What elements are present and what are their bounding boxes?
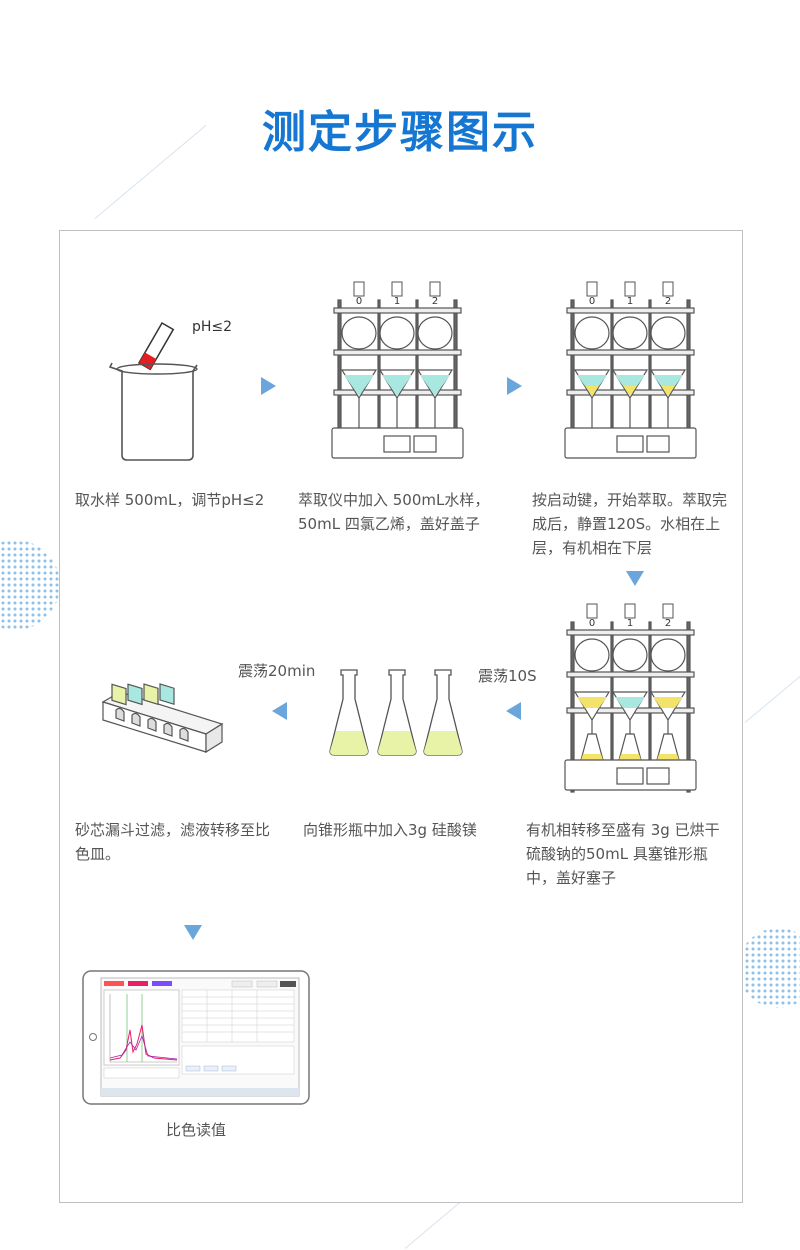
extractor-flask-illustration: 0 1 2 [564, 603, 697, 793]
cuvette-rack-illustration [101, 683, 224, 754]
step-caption: 取水样 500mL，调节pH≤2 [75, 491, 265, 509]
shake-label: 震荡10S [478, 667, 537, 685]
arrow-down-icon [626, 571, 644, 586]
arrow-right-icon [507, 377, 522, 395]
page-title: 测定步骤图示 [262, 107, 538, 158]
ph-label: pH≤2 [192, 319, 232, 335]
bottle-label: 1 [627, 296, 633, 307]
erlenmeyer-flasks-illustration [329, 669, 463, 756]
tablet-illustration [82, 970, 310, 1105]
bottle-label: 2 [665, 296, 671, 307]
step-caption: 砂芯漏斗过滤，滤液转移至比色皿。 [75, 821, 271, 863]
bottle-label: 0 [356, 296, 362, 307]
decor-dots [738, 928, 800, 1008]
flask-icon [377, 669, 417, 756]
bottle-label: 0 [589, 618, 595, 629]
decor-line [404, 1196, 467, 1249]
arrow-left-icon [506, 702, 521, 720]
bottle-label: 1 [627, 618, 633, 629]
shake-label: 震荡20min [238, 662, 316, 680]
bottle-label: 1 [394, 296, 400, 307]
ph-strip-icon [137, 321, 175, 371]
decor-line [744, 670, 800, 723]
step-caption: 比色读值 [166, 1121, 227, 1139]
arrow-down-icon [184, 925, 202, 940]
decor-dots [0, 540, 60, 630]
step-caption: 向锥形瓶中加入3g 硅酸镁 [303, 821, 477, 839]
extractor-illustration: 0 1 2 [331, 281, 464, 459]
flask-icon [329, 669, 369, 756]
extractor-separated-illustration: 0 1 2 [564, 281, 697, 459]
arrow-left-icon [272, 702, 287, 720]
bottle-label: 0 [589, 296, 595, 307]
data-table-icon [181, 989, 295, 1043]
bottle-label: 2 [665, 618, 671, 629]
spectrum-chart-icon [103, 989, 180, 1066]
flask-icon [423, 669, 463, 756]
beaker-illustration: pH≤2 [108, 319, 232, 461]
step-caption: 萃取仪中加入 500mL水样，50mL 四氯乙烯，盖好盖子 [298, 491, 490, 533]
step-caption: 按启动键，开始萃取。萃取完成后，静置120S。水相在上层，有机相在下层 [532, 491, 728, 557]
arrow-right-icon [261, 377, 276, 395]
bottle-label: 2 [432, 296, 438, 307]
step-caption: 有机相转移至盛有 3g 已烘干硫酸钠的50mL 具塞锥形瓶中，盖好塞子 [526, 821, 720, 887]
